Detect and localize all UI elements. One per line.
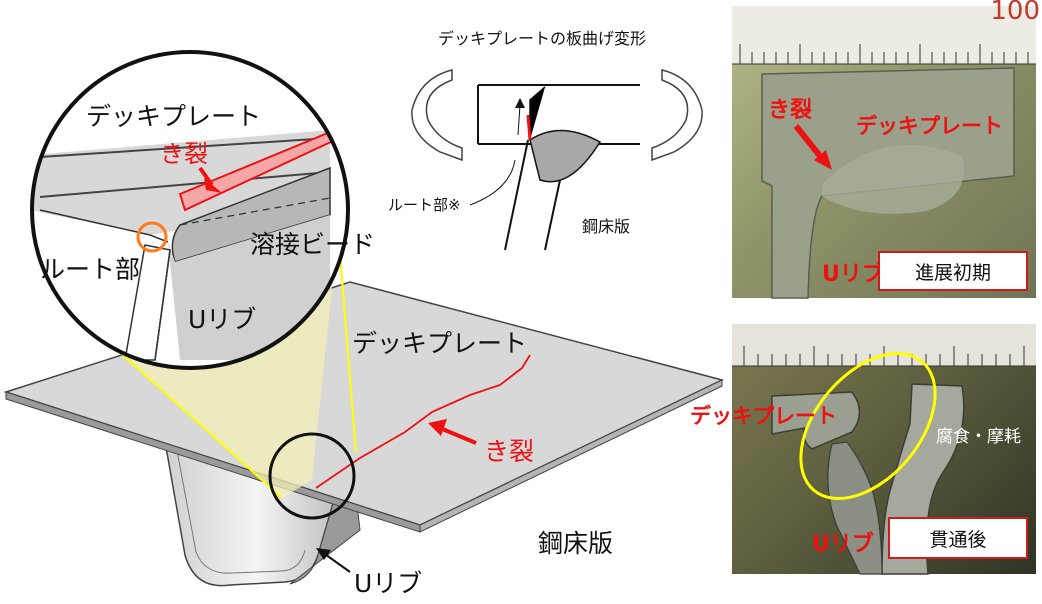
- main-crack-arrow: [428, 419, 477, 445]
- schematic-title: デッキプレートの板曲げ変形: [438, 29, 646, 48]
- photo-initial-u-rib-label: Uリブ: [822, 262, 884, 287]
- photo-after-corrosion-label: 腐食・摩耗: [936, 427, 1021, 447]
- main-crack-label: き裂: [484, 437, 534, 466]
- photo-after-u-rib-label: Uリブ: [812, 532, 874, 557]
- main-deck-plate-label: デッキプレート: [352, 329, 527, 358]
- photo-initial-deck-plate-label: デッキプレート: [856, 114, 1003, 138]
- mag-u-rib-label: Uリブ: [188, 305, 256, 334]
- mag-crack-label: き裂: [160, 140, 208, 168]
- schematic-root-label: ルート部※: [388, 196, 461, 214]
- main-steel-deck-label: 鋼床版: [538, 529, 613, 558]
- mag-deck-plate-label: デッキプレート: [86, 102, 261, 131]
- main-crack-line: [315, 354, 531, 489]
- main-focus-circle: [268, 432, 356, 520]
- photo-initial-stage-tag: 進展初期: [878, 251, 1028, 291]
- photo-initial-stage: 100 き裂 デッキプレート Uリブ: [732, 0, 1040, 299]
- photo-after-stage-tag: 貫通後: [888, 517, 1028, 559]
- photo-after-penetration: デッキプレート 腐食・摩耗 Uリブ: [690, 324, 1036, 575]
- mag-root-label: ルート部: [40, 255, 140, 284]
- photo-initial-crack-label: き裂: [768, 98, 813, 123]
- photo-initial-graphics: [732, 6, 1036, 299]
- mag-weld-bead-label: 溶接ビード: [250, 230, 375, 259]
- photo-after-deck-plate-label: デッキプレート: [690, 404, 837, 428]
- schematic-steel-deck-label: 鋼床版: [582, 217, 630, 236]
- magnifier: [30, 50, 350, 370]
- photo-after-highlight-ellipse: [799, 351, 937, 501]
- u-rib-arrow: [316, 548, 351, 573]
- photo-after-graphics: [732, 324, 1036, 575]
- photo-initial-crack-arrow: [793, 124, 832, 170]
- main-u-rib-label: Uリブ: [354, 569, 422, 598]
- photo-initial-ruler-digits: 100: [990, 0, 1040, 26]
- mag-crack-arrow: [198, 166, 222, 193]
- root-marker-circle: [136, 221, 168, 253]
- bending-schematic: [411, 69, 703, 251]
